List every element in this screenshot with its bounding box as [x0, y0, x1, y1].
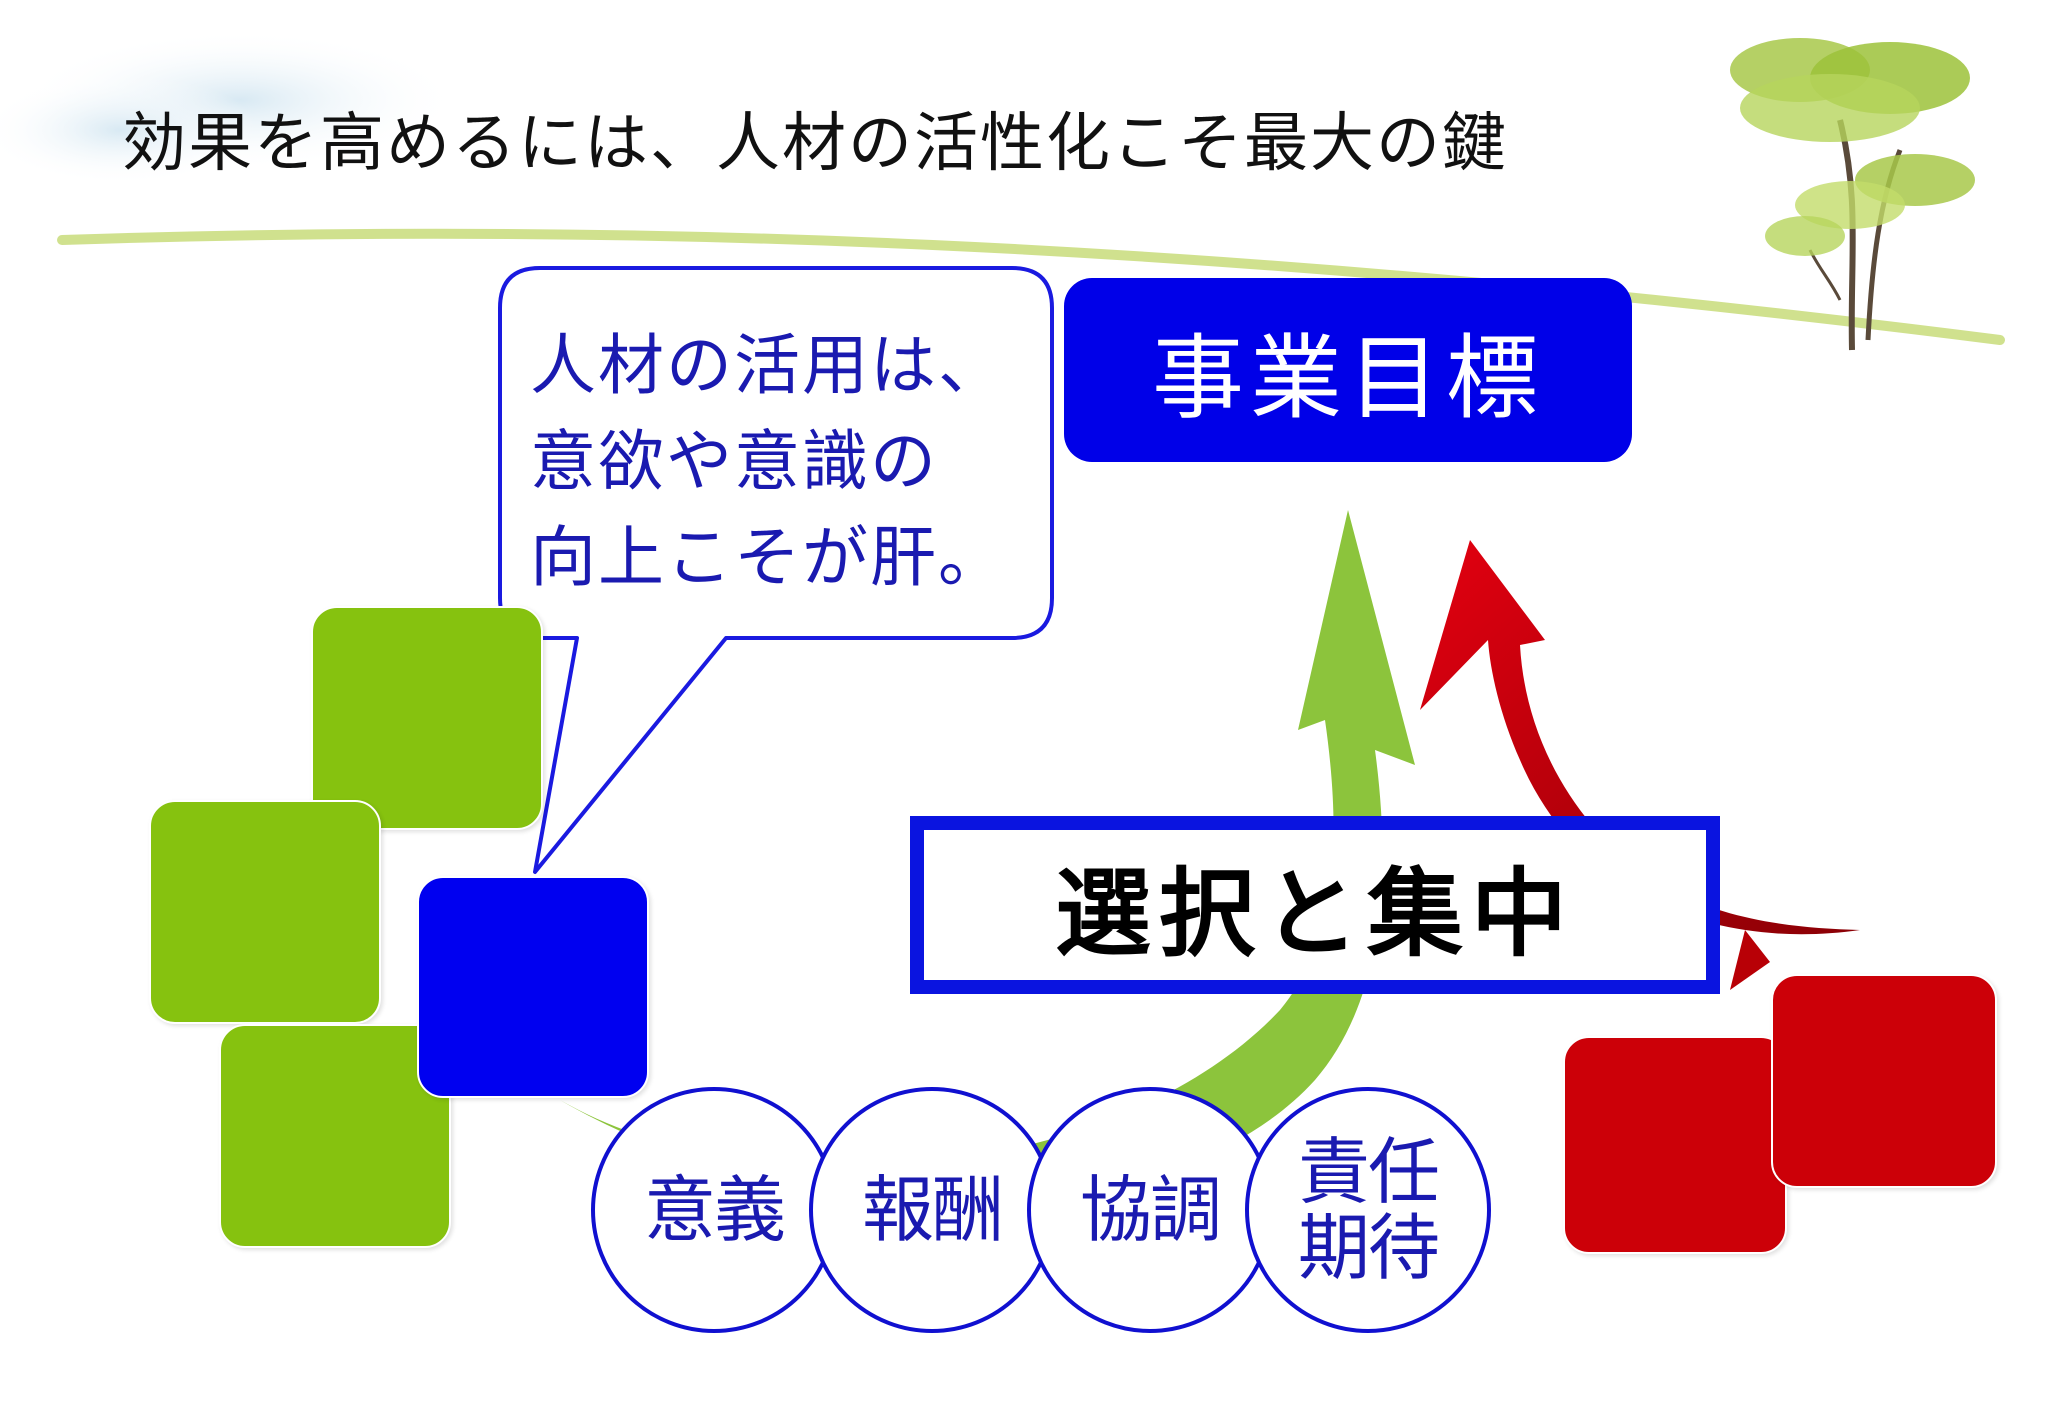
- factor-label: 報酬: [861, 1168, 1004, 1252]
- callout-line: 人材の活用は、: [530, 327, 1006, 404]
- callout-line: 向上こそが肝。: [530, 519, 1006, 596]
- business-target-label: 事業目標: [1151, 324, 1544, 432]
- factor-circle-responsibility: 責任 期待: [1245, 1087, 1491, 1333]
- green-square: [311, 606, 543, 830]
- green-square: [219, 1024, 451, 1248]
- red-arrow: [1420, 540, 1860, 935]
- horizon-line: [57, 228, 2005, 345]
- tree-decoration: [1730, 38, 1975, 351]
- factor-circle-cooperation: 協調: [1027, 1087, 1273, 1333]
- factor-label: 責任: [1297, 1130, 1440, 1214]
- cloud-decoration: [0, 30, 460, 185]
- red-square: [1563, 1036, 1787, 1254]
- factor-label: 協調: [1079, 1168, 1222, 1252]
- blue-square: [417, 876, 649, 1098]
- callout-text: 人材の活用は、 意欲や意識の 向上こそが肝。: [530, 318, 1050, 606]
- factor-circle-meaning: 意義: [591, 1087, 837, 1333]
- callout-bubble: [498, 266, 1054, 874]
- red-square: [1771, 974, 1997, 1188]
- slide-title: 効果を高めるには、人材の活性化こそ最大の鍵: [122, 107, 1508, 181]
- factor-label: 意義: [643, 1168, 786, 1252]
- selection-focus-box: 選択と集中: [910, 816, 1720, 994]
- callout-line: 意欲や意識の: [530, 423, 938, 500]
- factor-circle-reward: 報酬: [809, 1087, 1055, 1333]
- green-square: [149, 800, 381, 1024]
- red-arrow-tail: [1730, 930, 1770, 990]
- selection-focus-label: 選択と集中: [1055, 857, 1575, 970]
- factor-label: 期待: [1297, 1206, 1440, 1290]
- business-target-box: 事業目標: [1064, 278, 1632, 462]
